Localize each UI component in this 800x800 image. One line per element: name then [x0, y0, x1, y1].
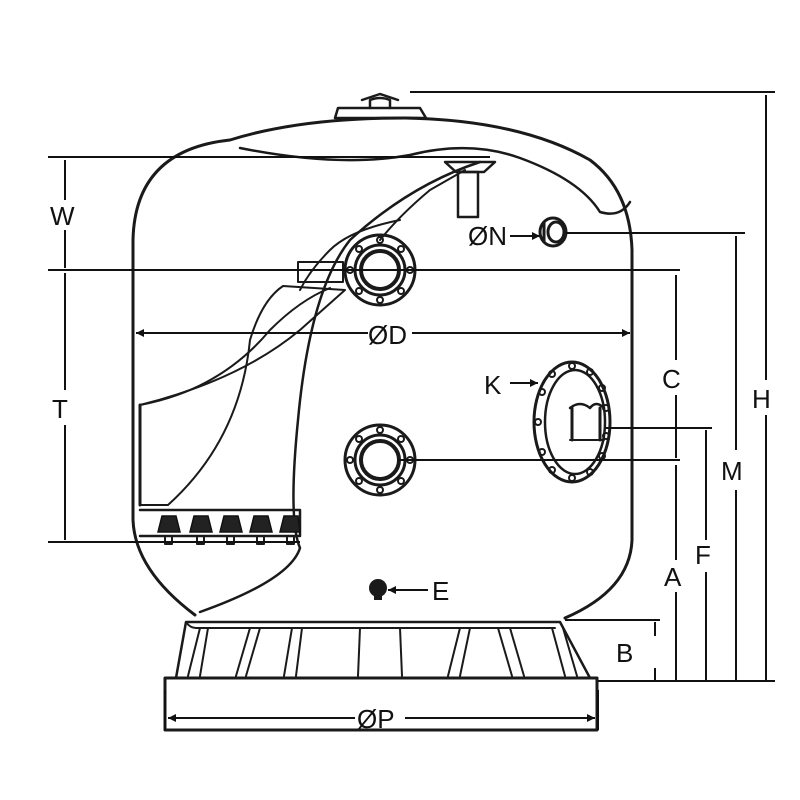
label-d: ØD [368, 320, 407, 350]
filter-media [138, 285, 346, 507]
label-t: T [52, 394, 68, 424]
base-stand [163, 620, 599, 732]
label-e: E [432, 576, 449, 606]
label-b: B [616, 638, 633, 668]
label-p: ØP [357, 704, 395, 734]
label-c: C [662, 364, 681, 394]
tank-body [131, 92, 634, 620]
label-f: F [695, 540, 711, 570]
label-w: W [50, 201, 75, 231]
distributor-pipe [297, 160, 497, 283]
label-h: H [752, 384, 771, 414]
label-m: M [721, 456, 743, 486]
label-n: ØN [468, 221, 507, 251]
base-skirt [174, 620, 592, 680]
drain-e [369, 579, 387, 600]
label-k: K [484, 370, 502, 400]
nozzle-n [538, 216, 568, 248]
collector-laterals [138, 508, 302, 545]
label-a: A [664, 562, 682, 592]
dimension-labels: W T ØD ØN K C H M A F E B ØP [50, 201, 771, 734]
dimension-lines [48, 91, 775, 730]
lid [333, 106, 428, 120]
manhole-k [532, 360, 612, 484]
